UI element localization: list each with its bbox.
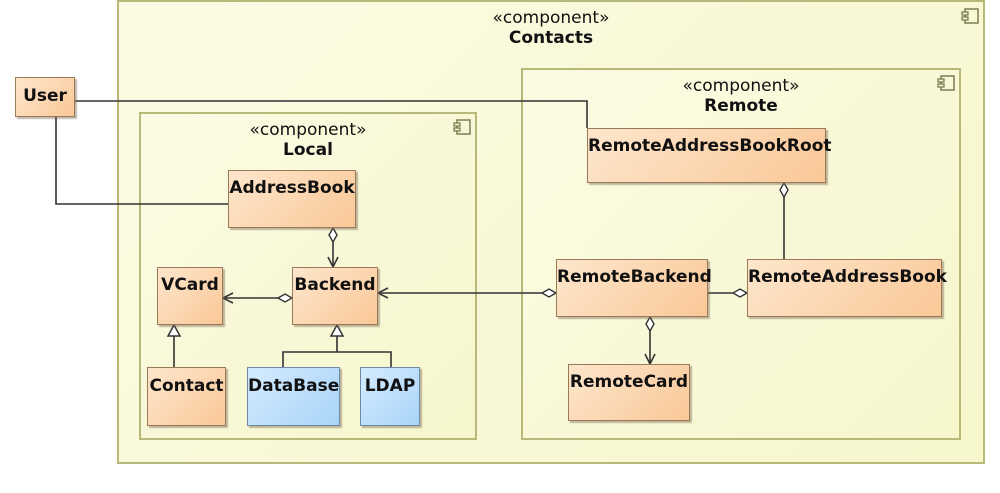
component-stereotype: «component» — [682, 76, 800, 96]
class-remote-card[interactable]: RemoteCard — [568, 364, 690, 421]
class-user[interactable]: User — [15, 77, 75, 117]
component-name: Contacts — [508, 28, 594, 49]
class-ldap[interactable]: LDAP — [360, 367, 420, 426]
component-stereotype: «component» — [249, 120, 367, 140]
class-backend[interactable]: Backend — [292, 267, 378, 325]
class-remote-address-book[interactable]: RemoteAddressBook — [747, 259, 947, 317]
component-stereotype: «component» — [492, 8, 610, 28]
component-name: Local — [283, 140, 333, 161]
component-icon — [453, 119, 471, 135]
class-contact[interactable]: Contact — [147, 367, 226, 426]
class-remote-address-book-root[interactable]: RemoteAddressBookRoot — [587, 128, 832, 183]
component-icon — [961, 8, 979, 24]
component-icon — [937, 75, 955, 91]
class-database[interactable]: DataBase — [247, 367, 340, 426]
component-name: Remote — [704, 96, 778, 117]
class-remote-backend[interactable]: RemoteBackend — [556, 259, 712, 317]
class-address-book[interactable]: AddressBook — [228, 170, 356, 228]
class-vcard[interactable]: VCard — [157, 267, 223, 325]
